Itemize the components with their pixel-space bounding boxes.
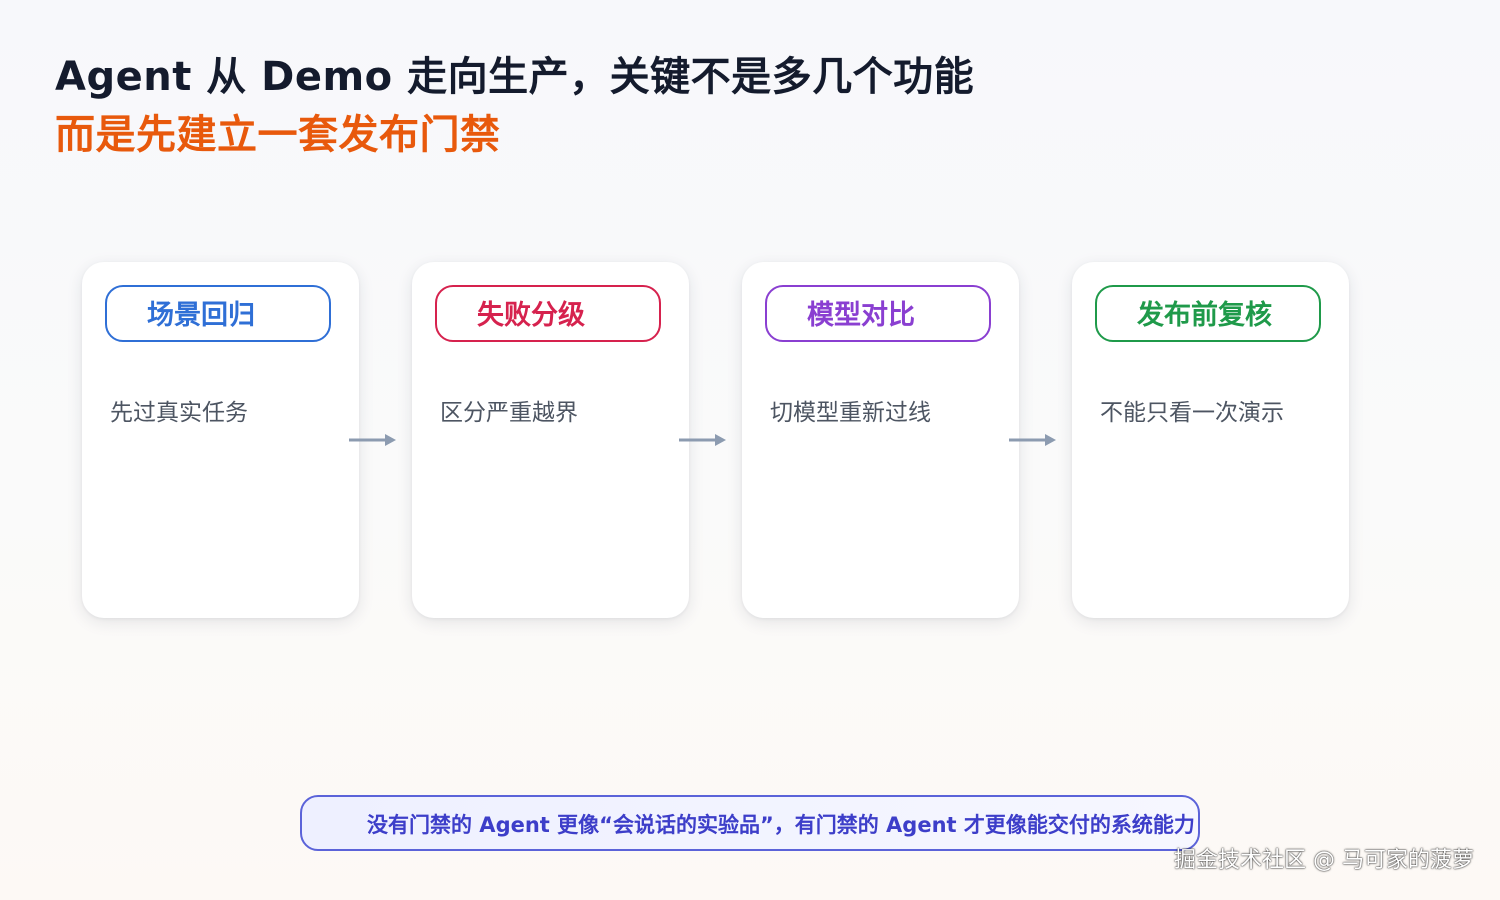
footer-text: 没有门禁的 Agent 更像“会说话的实验品”，有门禁的 Agent 才更像能交…: [367, 813, 1195, 837]
step-card-prerelease-review: 发布前复核 不能只看一次演示: [1072, 262, 1349, 618]
step-label: 发布前复核: [1137, 300, 1272, 331]
step-pill: 失败分级: [435, 285, 661, 342]
step-description: 先过真实任务: [110, 400, 248, 426]
page-title: Agent 从 Demo 走向生产，关键不是多几个功能: [55, 54, 975, 100]
step-label: 场景回归: [147, 300, 255, 331]
step-card-model-comparison: 模型对比 切模型重新过线: [742, 262, 1019, 618]
step-card-scenario-regression: 场景回归 先过真实任务: [82, 262, 359, 618]
step-card-failure-grading: 失败分级 区分严重越界: [412, 262, 689, 618]
step-pill: 模型对比: [765, 285, 991, 342]
footer-callout: 没有门禁的 Agent 更像“会说话的实验品”，有门禁的 Agent 才更像能交…: [300, 795, 1200, 851]
watermark: 掘金技术社区 @ 马可家的菠萝: [1174, 848, 1474, 873]
page-subtitle: 而是先建立一套发布门禁: [55, 112, 501, 158]
step-pill: 场景回归: [105, 285, 331, 342]
step-label: 失败分级: [477, 300, 585, 331]
arrow-right-icon: [349, 434, 396, 446]
step-description: 区分严重越界: [440, 400, 578, 426]
title-block: Agent 从 Demo 走向生产，关键不是多几个功能 而是先建立一套发布门禁: [55, 48, 974, 164]
arrow-right-icon: [679, 434, 726, 446]
step-label: 模型对比: [807, 300, 915, 331]
step-description: 不能只看一次演示: [1100, 400, 1284, 426]
arrow-right-icon: [1009, 434, 1056, 446]
step-pill: 发布前复核: [1095, 285, 1321, 342]
step-description: 切模型重新过线: [770, 400, 931, 426]
